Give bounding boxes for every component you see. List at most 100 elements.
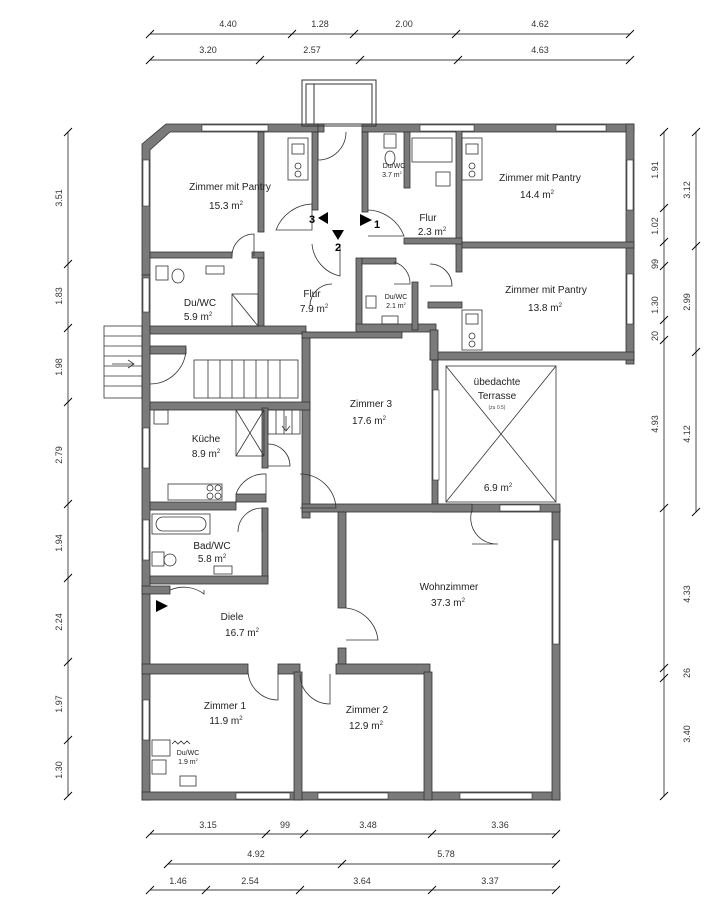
wall-diele-bottom	[141, 663, 249, 675]
dim-bot-5: 4.92	[247, 849, 265, 859]
wall-corr-right	[429, 329, 439, 361]
wall-corr-bottom	[427, 301, 463, 309]
room-name-bad: Bad/WC	[193, 541, 230, 552]
room-name-zimmer1: Zimmer 1	[204, 701, 247, 712]
internal-stairs	[193, 359, 301, 457]
room-name-pantry-right-top: Zimmer mit Pantry	[499, 173, 581, 184]
dim-right-2: 1.02	[650, 217, 660, 235]
wall-bad-right	[261, 507, 269, 581]
marker-2-arrow-icon	[332, 230, 344, 240]
room-area-pantry-left: 15.3 m2	[209, 201, 244, 212]
wall-entrance-right	[361, 131, 369, 213]
wall-zimmer3-top	[301, 331, 403, 339]
dim-top-4: 4.62	[531, 19, 549, 29]
room-area-duwc-left: 5.9 m2	[184, 312, 213, 323]
dim-bot-4: 3.36	[491, 820, 509, 830]
room-area-terrasse: 6.9 m2	[484, 483, 513, 494]
wall-zimmer2-right	[423, 671, 433, 801]
room-name-terrasse-2: Terrasse	[478, 391, 517, 402]
marker-3-label: 3	[309, 214, 315, 226]
room-name-duwc-left: Du/WC	[184, 298, 216, 309]
room-area-duwc-small: 1.9 m2	[178, 757, 199, 766]
wall-wohn-left	[337, 511, 347, 609]
room-name-flur-right: Flur	[419, 213, 437, 224]
dimensions-left: 3.51 1.83 1.98 2.79 1.94 2.24 1.97 1.30	[54, 189, 64, 779]
dim-bot-2: 99	[280, 820, 290, 830]
marker-1-label: 1	[374, 219, 380, 231]
room-name-terrasse-1: übedachte	[474, 377, 521, 388]
wall-stair-bottom	[149, 401, 311, 411]
wall-kueche-bottom2	[235, 493, 267, 503]
dim-top-3: 2.00	[395, 19, 413, 29]
dim-left-6: 2.24	[54, 613, 64, 631]
wall-kueche-bottom	[149, 501, 237, 511]
dim-right-7: 4.33	[682, 585, 692, 603]
wall-duwc-mid-top	[361, 257, 397, 265]
room-area-kueche: 8.9 m2	[192, 449, 221, 460]
marker-3-arrow-icon	[318, 212, 328, 224]
room-labels: Zimmer mit Pantry 15.3 m2 Du/WC 3.7 m2 Z…	[177, 163, 587, 766]
room-name-diele: Diele	[221, 612, 244, 623]
dim-bot-6: 5.78	[437, 849, 455, 859]
dimension-lines	[67, 33, 697, 891]
dim-right-1: 1.91	[650, 161, 660, 179]
doors	[149, 131, 499, 705]
wall-diele-bottom3	[335, 663, 431, 675]
room-name-kueche: Küche	[192, 434, 221, 445]
marker-1-arrow-icon	[360, 214, 372, 226]
wall-entrance-left-door	[141, 585, 171, 595]
dimensions-top: 4.40 1.28 2.00 4.62 3.20 2.57 4.63	[199, 19, 549, 55]
dim-right-8: 26	[682, 668, 692, 678]
dim-bot-8: 2.54	[241, 876, 259, 886]
dim-left-7: 1.97	[54, 695, 64, 713]
room-area-flur-mid: 7.9 m2	[300, 304, 329, 315]
room-area-zimmer3: 17.6 m2	[352, 416, 387, 427]
dim-right-outer-2: 2.99	[682, 293, 692, 311]
wall-kueche-right	[261, 407, 269, 469]
wall-outer-top-mid	[317, 123, 325, 133]
dim-top-2: 1.28	[311, 19, 329, 29]
room-area-zimmer1: 11.9 m2	[209, 716, 243, 727]
marker-2-label: 2	[335, 242, 341, 254]
room-area-flur-right: 2.3 m2	[418, 227, 447, 238]
wall-right-mid-top	[455, 241, 635, 249]
wall-flurmid-right	[355, 257, 363, 331]
room-area-diele: 16.7 m2	[225, 628, 260, 639]
wall-pantry-left-bottom	[149, 251, 233, 259]
dim-right-9: 3.40	[682, 725, 692, 743]
room-name-duwc-small: Du/WC	[177, 750, 200, 757]
dim-left-8: 1.30	[54, 761, 64, 779]
fixtures	[151, 133, 483, 787]
dim-bot-10: 3.37	[481, 876, 499, 886]
dimensions-right: 1.91 1.02 99 1.30 20 4.93 4.33 26 3.40 3…	[650, 161, 692, 743]
room-name-pantry-right-mid: Zimmer mit Pantry	[505, 285, 587, 296]
dim-bot-3: 3.48	[359, 820, 377, 830]
wall-duwc-mid-right	[411, 281, 419, 331]
wall-diele-bottom2	[277, 663, 301, 675]
dim-right-6: 4.93	[650, 415, 660, 433]
room-note-terrasse: (zu 0.5)	[489, 405, 506, 411]
wall-duwc-left-bottom	[149, 325, 307, 335]
dim-left-1: 3.51	[54, 189, 64, 207]
dim-right-outer-1: 3.12	[682, 181, 692, 199]
dim-bot-9: 3.64	[353, 876, 371, 886]
dim-left-4: 2.79	[54, 446, 64, 464]
room-area-duwc-top: 3.7 m2	[382, 170, 403, 179]
dim-bot-7: 1.46	[169, 876, 187, 886]
room-name-duwc-top: Du/WC	[383, 163, 406, 170]
wall-right-vert	[455, 129, 463, 273]
room-area-pantry-right-mid: 13.8 m2	[528, 303, 563, 314]
dim-top-5: 3.20	[199, 45, 217, 55]
terrace	[445, 365, 557, 503]
room-name-duwc-mid: Du/WC	[385, 294, 408, 301]
room-name-zimmer2: Zimmer 2	[346, 705, 389, 716]
room-area-zimmer2: 12.9 m2	[349, 721, 384, 732]
wall-bad-bottom	[149, 575, 269, 585]
room-area-wohnzimmer: 37.3 m2	[431, 598, 466, 609]
entrance-arrow-icon	[156, 600, 168, 612]
wall-right-mid-bottom	[429, 351, 635, 361]
wall-duwc-left-right	[257, 257, 265, 333]
dim-right-3: 99	[650, 259, 660, 269]
room-name-pantry-left: Zimmer mit Pantry	[189, 182, 271, 193]
